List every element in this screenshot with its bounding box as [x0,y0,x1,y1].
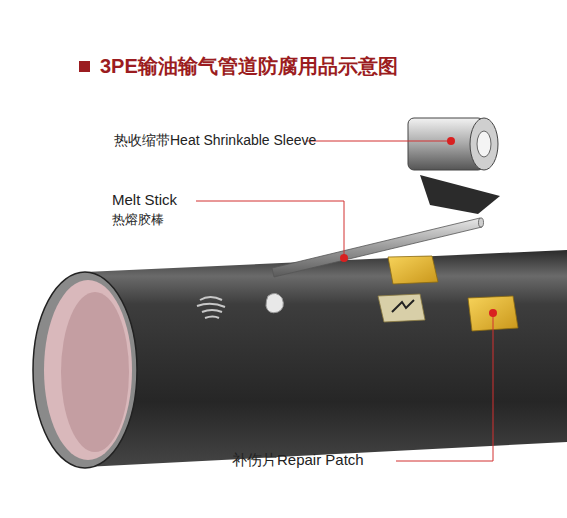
pipe-inner-lining [44,280,132,460]
coating-damage [197,297,225,318]
stick-end [479,218,484,227]
sleeve-roll-end [470,118,498,170]
leader-dot [489,309,497,317]
pipe-body [85,250,567,467]
leader-lines [196,141,493,461]
callout-label: 热收缩带Heat Shrinkable Sleeve [114,132,316,150]
leader-dot [340,254,348,262]
callout-label: 热熔胶棒 [112,211,164,229]
leader-dot [447,137,455,145]
repair-patch [388,256,438,284]
diagram-title: 3PE输油输气管道防腐用品示意图 [100,53,398,80]
melt-stick [272,218,482,277]
melt-drip [266,293,283,312]
scratch-mark [392,300,414,312]
pipe-inner-shadow [61,292,129,452]
callout-label: 补伤片Repair Patch [232,451,364,470]
sleeve-tail [420,175,500,214]
pipe-end-ring [33,272,137,468]
patch-applied [378,294,425,322]
callout-label: Melt Stick [112,191,177,208]
title-bullet [79,61,90,72]
sleeve-core [477,131,491,157]
